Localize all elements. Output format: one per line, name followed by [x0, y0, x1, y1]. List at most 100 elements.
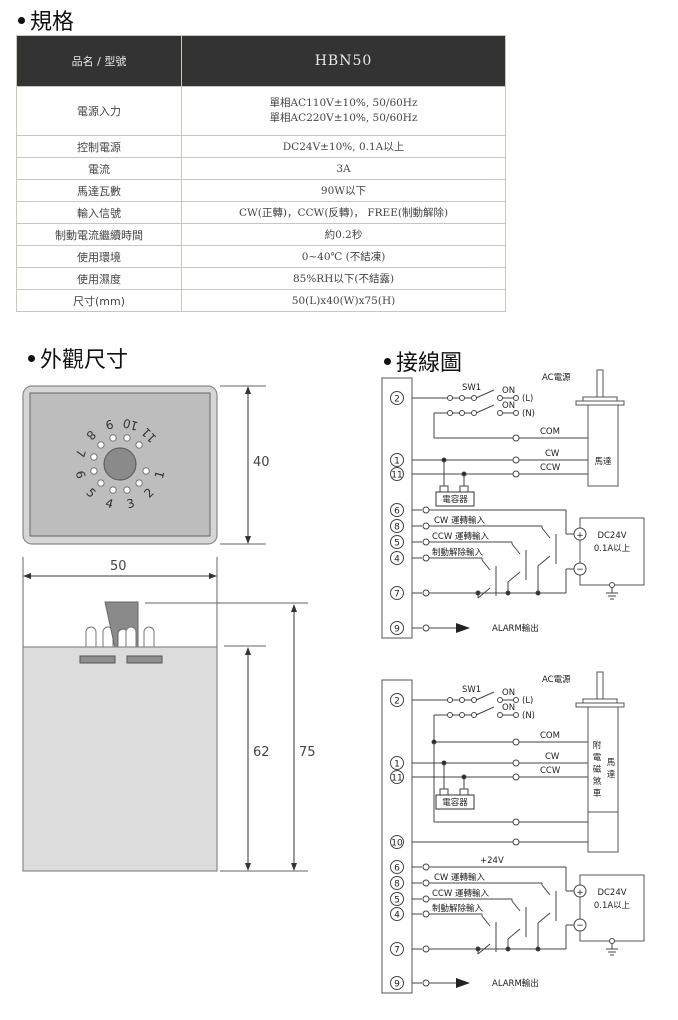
- spec-value-line: 單相AC110V±10%, 50/60Hz: [269, 97, 418, 109]
- terminal-9: [390, 621, 404, 635]
- spec-value: CW(正轉)，CCW(反轉)， FREE(制動解除): [181, 201, 506, 224]
- terminal-node: [471, 395, 477, 401]
- dc-current-label: 0.1A以上: [594, 901, 631, 911]
- terminal-node: [447, 410, 453, 416]
- terminal-4: [390, 907, 404, 921]
- terminal-node: [459, 410, 465, 416]
- ac-source-label: AC電源: [542, 675, 571, 685]
- bullet-icon: [384, 357, 391, 365]
- pin-number: 4: [104, 496, 115, 512]
- terminal-node: [497, 712, 503, 718]
- terminal-number: 11: [391, 774, 402, 784]
- dc-current-label: 0.1A以上: [594, 544, 631, 554]
- terminal-node: [512, 838, 520, 846]
- wiring-heading: 接線圖: [384, 345, 462, 377]
- dc24v-label: DC24V: [597, 531, 626, 541]
- plus-icon: +: [576, 888, 584, 898]
- spec-key: 尺寸(mm): [16, 289, 182, 312]
- terminal-number: 1: [394, 457, 400, 467]
- dim-label-75: 75: [299, 745, 316, 760]
- brake-motor-label: 磁: [593, 764, 602, 775]
- dimensions-heading-text: 外觀尺寸: [40, 348, 129, 373]
- sw1-label: SW1: [462, 383, 481, 393]
- spec-value: 0~40℃ (不結凍): [181, 245, 506, 268]
- ground-icon: [609, 582, 615, 588]
- terminal-node: [459, 697, 465, 703]
- brake-motor-label: 電: [593, 753, 602, 763]
- terminal-node: [471, 697, 477, 703]
- spec-key: 制動電流繼續時間: [16, 223, 182, 246]
- terminal-node: [471, 712, 477, 718]
- minus-icon: −: [576, 921, 584, 931]
- line-n-label: (N): [522, 711, 535, 721]
- spec-row: 制動電流繼續時間約0.2秒: [16, 223, 506, 246]
- side-view-body: [22, 646, 218, 872]
- motor: [587, 706, 619, 853]
- on-label: ON: [502, 401, 515, 411]
- terminal-node: [513, 410, 519, 416]
- terminal-number: 1: [394, 760, 400, 770]
- terminal-1: [390, 756, 404, 770]
- brake-motor-label: 煞: [593, 776, 602, 787]
- wire: [537, 555, 551, 567]
- brake-release-input-label: 制動解除輸入: [432, 903, 484, 914]
- terminal-5: [390, 535, 404, 549]
- terminal-11: [390, 770, 404, 784]
- bullet-icon: [28, 354, 35, 362]
- terminal-4: [390, 551, 404, 565]
- pin-hole: [135, 479, 143, 487]
- alarm-output-label: ALARM輸出: [492, 978, 539, 989]
- terminal-node: [447, 395, 453, 401]
- spec-table: 品名 / 型號 HBN50 電源入力 單相AC110V±10%, 50/60Hz…: [16, 35, 506, 312]
- cw-label: CW: [545, 449, 560, 459]
- wire: [537, 912, 551, 924]
- on-label: ON: [502, 703, 515, 713]
- brake-motor-label: 附: [593, 740, 602, 751]
- pin-number: 3: [125, 496, 136, 512]
- terminal-node: [422, 522, 430, 530]
- line-l-label: (L): [522, 394, 533, 404]
- line-n-label: (N): [522, 409, 535, 419]
- pin-number: 1: [152, 469, 168, 480]
- switch-blade: [475, 389, 495, 399]
- wire: [541, 884, 551, 896]
- ccw-label: CCW: [540, 463, 561, 473]
- terminal-7: [390, 942, 404, 956]
- spec-value: 90W以下: [181, 179, 506, 202]
- pin-hole: [97, 479, 105, 487]
- pin-hole: [97, 441, 105, 449]
- terminal-node: [422, 895, 430, 903]
- terminal-node: [422, 624, 430, 632]
- terminal-node: [422, 863, 430, 871]
- spec-key: 電流: [16, 157, 182, 180]
- spec-key: 馬達瓦數: [16, 179, 182, 202]
- terminal-node: [447, 697, 453, 703]
- ground-icon: [609, 938, 615, 944]
- terminal-number: 9: [394, 625, 400, 635]
- dc24v-label: DC24V: [597, 888, 626, 898]
- terminal-node: [513, 395, 519, 401]
- spec-key: 使用環境: [16, 245, 182, 268]
- cw-input-label: CW 運轉輸入: [434, 515, 486, 526]
- terminal-number: 7: [394, 946, 400, 956]
- pins: [85, 601, 155, 649]
- capacitor-label: 電容器: [442, 494, 468, 505]
- pin-hole: [90, 453, 98, 461]
- pin-hole: [135, 441, 143, 449]
- wire: [507, 571, 521, 583]
- spec-row: 尺寸(mm)50(L)x40(W)x75(H): [16, 289, 506, 312]
- motor-label: 馬達: [594, 456, 612, 467]
- terminal-number: 6: [394, 507, 400, 517]
- terminal-10: [390, 835, 404, 849]
- terminal-node: [422, 554, 430, 562]
- terminal-6: [390, 503, 404, 517]
- terminal-node: [422, 879, 430, 887]
- on-label: ON: [502, 688, 515, 698]
- wire: [511, 543, 521, 555]
- pin-number: 7: [73, 448, 89, 459]
